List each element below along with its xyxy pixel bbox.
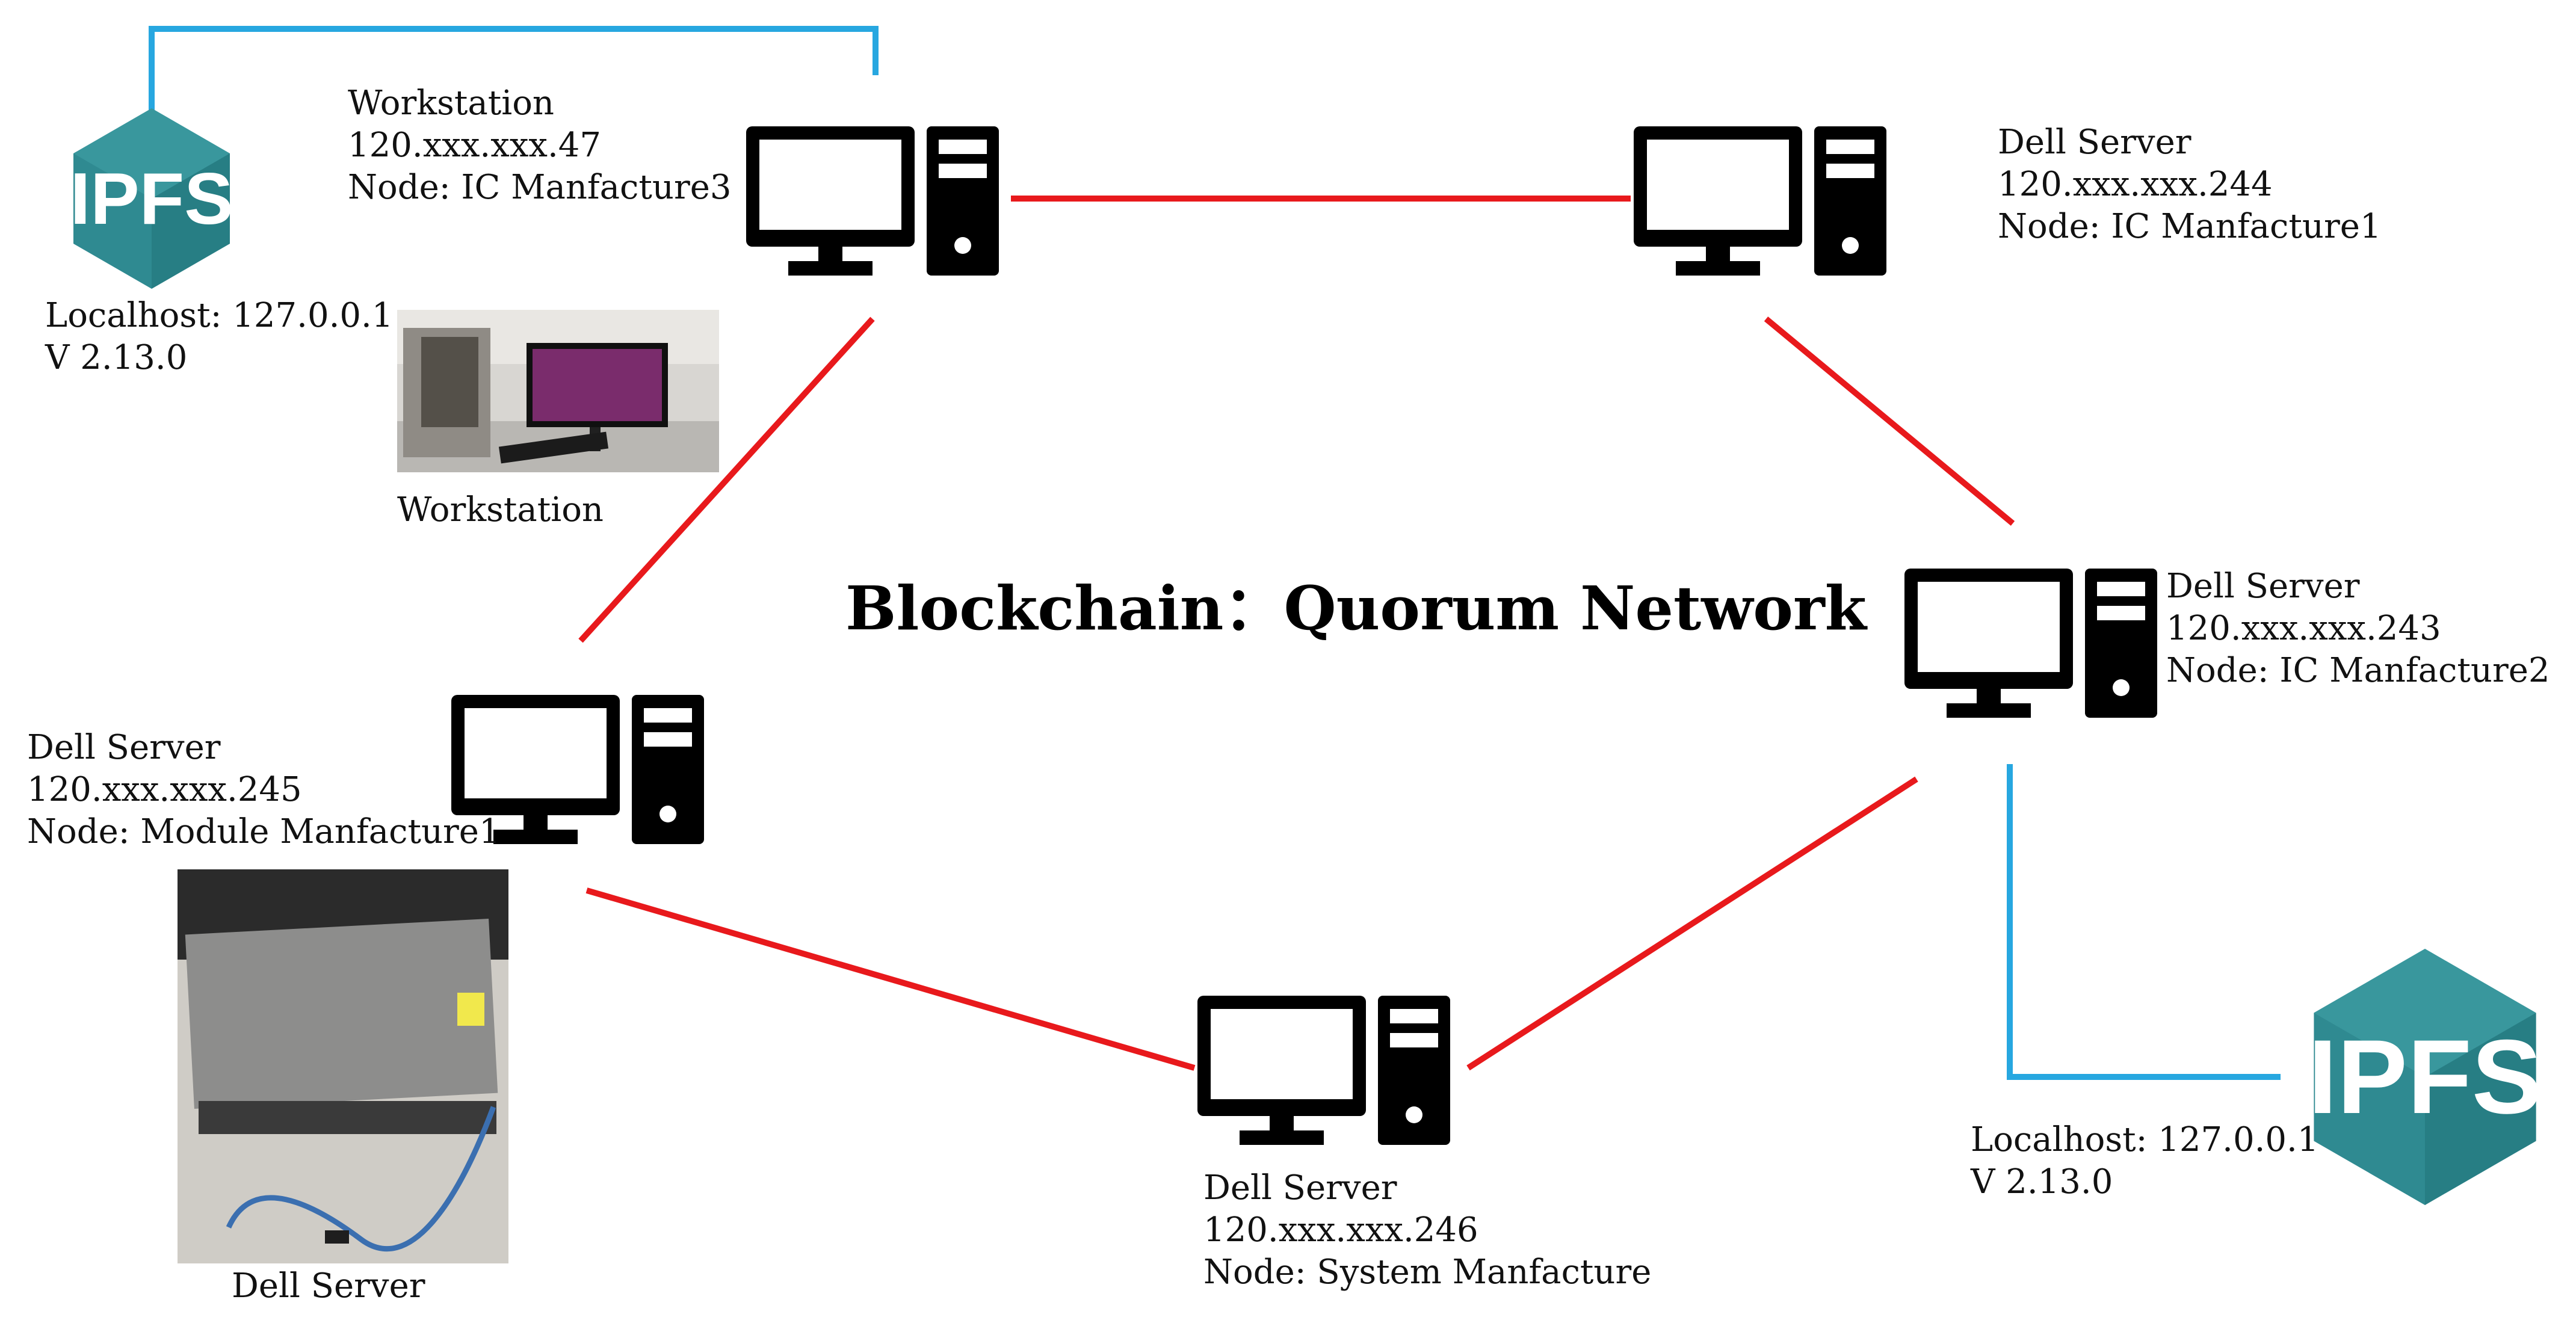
computer-icon-ic2 xyxy=(1904,569,2157,718)
diagram-title: Blockchain：Quorum Network xyxy=(845,573,1867,644)
link-sys-mod1 xyxy=(585,887,1196,1071)
node-label-ic3: Workstation 120.xxx.xxx.47 Node: IC Manf… xyxy=(348,82,732,209)
node-label-ic2: Dell Server 120.xxx.xxx.243 Node: IC Man… xyxy=(2166,566,2550,692)
device-name: Dell Server xyxy=(1203,1168,1397,1207)
workstation-photo xyxy=(397,310,719,472)
ip-address: 120.xxx.xxx.246 xyxy=(1203,1210,1478,1250)
computer-icon-ic1 xyxy=(1634,126,1886,276)
ip-address: 120.xxx.xxx.245 xyxy=(27,770,302,809)
ipfs-logo-text: IPFS xyxy=(2308,1019,2542,1136)
photo-caption-dell-server: Dell Server xyxy=(232,1266,425,1306)
ipfs-label-top: Localhost: 127.0.0.1 V 2.13.0 xyxy=(45,295,393,379)
node-label-mod1: Dell Server 120.xxx.xxx.245 Node: Module… xyxy=(27,727,501,853)
node-name: Node: IC Manfacture3 xyxy=(348,168,732,207)
link-ic1-ic2 xyxy=(1764,316,2015,526)
device-name: Dell Server xyxy=(2166,567,2360,606)
computer-icon-sys xyxy=(1197,996,1450,1145)
ipfs-version: V 2.13.0 xyxy=(1971,1162,2113,1201)
device-name: Dell Server xyxy=(1998,123,2191,162)
computer-icon-ic3 xyxy=(746,126,999,276)
device-name: Dell Server xyxy=(27,728,221,767)
ipfs-logo-text: IPFS xyxy=(70,158,233,239)
node-name: Node: IC Manfacture2 xyxy=(2166,651,2550,690)
link-mod1-ic3 xyxy=(578,316,875,643)
node-label-sys: Dell Server 120.xxx.xxx.246 Node: System… xyxy=(1203,1167,1651,1294)
node-label-ic1: Dell Server 120.xxx.xxx.244 Node: IC Man… xyxy=(1998,122,2382,248)
ipfs-host: Localhost: 127.0.0.1 xyxy=(45,296,394,335)
photo-caption-workstation: Workstation xyxy=(397,490,604,529)
dell-server-photo xyxy=(178,869,508,1263)
node-name: Node: System Manfacture xyxy=(1203,1253,1652,1292)
ipfs-label-bottom: Localhost: 127.0.0.1 V 2.13.0 xyxy=(1971,1119,2318,1203)
ipfs-version: V 2.13.0 xyxy=(45,338,188,377)
ipfs-host: Localhost: 127.0.0.1 xyxy=(1971,1120,2319,1159)
node-name: Node: Module Manfacture1 xyxy=(27,812,501,851)
ip-address: 120.xxx.xxx.47 xyxy=(348,126,602,165)
ip-address: 120.xxx.xxx.244 xyxy=(1998,165,2273,204)
ipfs-link-top xyxy=(149,26,879,111)
ipfs-link-bottom xyxy=(2007,764,2281,1080)
link-ic2-sys xyxy=(1466,776,1918,1071)
node-name: Node: IC Manfacture1 xyxy=(1998,207,2382,246)
ip-address: 120.xxx.xxx.243 xyxy=(2166,609,2441,648)
device-name: Workstation xyxy=(348,84,554,123)
